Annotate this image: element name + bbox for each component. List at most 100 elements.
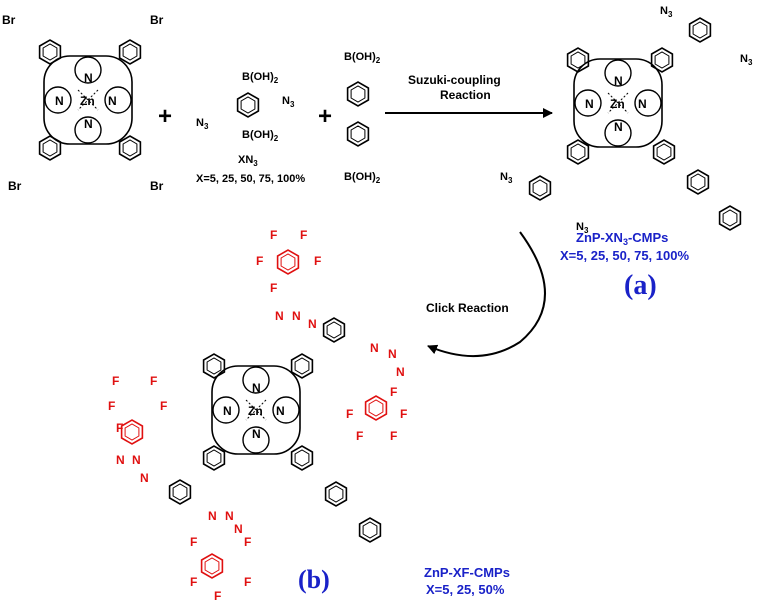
triazole-n-label: N [225, 509, 234, 523]
xn3-x-values: X=5, 25, 50, 75, 100% [196, 173, 305, 185]
product-a-phenyl-bl [566, 139, 590, 165]
ring-inner [122, 43, 138, 61]
azide-left: N3 [196, 117, 209, 131]
f-label: F [346, 407, 353, 421]
product-a-name: ZnP-XN3-CMPs [576, 230, 668, 247]
product-b-phenyl-bl [202, 445, 226, 471]
f-label: F [270, 281, 277, 295]
ring-outline [686, 169, 710, 195]
ring-outline [652, 139, 676, 165]
ring-outline [276, 249, 300, 275]
zn-n-coordination [77, 89, 99, 111]
product-b-tag: (b) [298, 565, 330, 594]
f-label: F [190, 575, 197, 589]
ring-inner [570, 143, 586, 161]
product-b-name: ZnP-XF-CMPs [424, 565, 510, 580]
aryl-bromide-br [118, 135, 142, 161]
pyrrole-ring [604, 59, 632, 87]
pentafluorophenyl-right [364, 395, 388, 421]
triazole-n-label: N [308, 317, 317, 331]
pyrrole-ring [74, 116, 102, 144]
ring-outline [346, 121, 370, 147]
ring-inner [654, 51, 670, 69]
product-b-biphenyl-1 [324, 481, 348, 507]
triazole-n-label: N [275, 309, 284, 323]
ring-inner [690, 173, 706, 191]
ring-inner [42, 139, 58, 157]
triazole-n-label: N [234, 522, 243, 536]
ring-outline [120, 419, 144, 445]
triazole-n-label: N [132, 453, 141, 467]
porphyrin-core [43, 55, 133, 145]
plus-sign-2: + [318, 103, 332, 130]
ring-inner [350, 125, 366, 143]
ring-outline [118, 135, 142, 161]
triazole-n-label: N [388, 347, 397, 361]
zn-atom-b: Zn [248, 404, 263, 418]
pyrrole-ring [634, 89, 662, 117]
ring-inner [328, 485, 344, 503]
zn-n-coordination [245, 399, 267, 421]
reaction-arrow-click [427, 231, 546, 358]
scaffolds: Zn N N N N Br Br Br Br B(OH)2 B(OH)2 N3 … [2, 5, 753, 543]
ring-inner [280, 253, 296, 271]
product-a-azide-1: N3 [660, 5, 673, 19]
ring-outline [38, 39, 62, 65]
f-label: F [190, 535, 197, 549]
ring-inner [294, 357, 310, 375]
triazole-n-label: N [396, 365, 405, 379]
triazole-n-label: N [370, 341, 379, 355]
product-a-azide-2: N3 [740, 53, 753, 67]
zn-porphyrin-product-a: Zn N N N N [573, 58, 663, 148]
n-atom-top: N [84, 71, 93, 85]
product-a-azide-4: N3 [576, 221, 589, 235]
f-label: F [390, 385, 397, 399]
pentafluorophenyl-bottom [200, 553, 224, 579]
n-atom-bottom: N [84, 117, 93, 131]
ring-inner [362, 521, 378, 539]
ring-outline [528, 175, 552, 201]
pyrrole-ring [212, 396, 240, 424]
product-b-phenyl-br [290, 445, 314, 471]
azide-right: N3 [282, 95, 295, 109]
product-a-phenyl-tr [650, 47, 674, 73]
f-label: F [108, 399, 115, 413]
ring-outline [118, 39, 142, 65]
ring-outline [236, 92, 260, 118]
porphyrin-macrocycle [43, 55, 133, 145]
pyrrole-ring [242, 426, 270, 454]
ring-outline [364, 395, 388, 421]
product-a-azide-3: N3 [500, 171, 513, 185]
product-a-phenyl-tl [566, 47, 590, 73]
pentafluorophenyl-top [276, 249, 300, 275]
zn-porphyrin-product-b: Zn N N N N [211, 365, 301, 455]
f-label: F [116, 421, 123, 435]
product-a-biphenyl-1 [686, 169, 710, 195]
porphyrin-macrocycle [573, 58, 663, 148]
aryl-bromide-tr [118, 39, 142, 65]
n-atom-a-left: N [585, 97, 594, 111]
ring-outline [168, 479, 192, 505]
ring-inner [350, 85, 366, 103]
ring-inner [240, 96, 256, 114]
ring-inner [172, 483, 188, 501]
ring-inner [206, 357, 222, 375]
product-b-phenyl-tr [290, 353, 314, 379]
n-atom-a-right: N [638, 97, 647, 111]
porphyrin-core [573, 58, 663, 148]
ring-inner [204, 557, 220, 575]
boronic-top: B(OH)2 [242, 71, 279, 85]
br-label-bl: Br [8, 179, 22, 193]
ring-outline [346, 81, 370, 107]
pyrrole-ring [604, 119, 632, 147]
n-atom-left: N [55, 94, 64, 108]
f-label: F [400, 407, 407, 421]
br-label-tr: Br [150, 13, 164, 27]
ring-outline [358, 517, 382, 543]
ring-outline [688, 17, 712, 43]
ring-inner [368, 399, 384, 417]
product-a-biphenyl-2 [718, 205, 742, 231]
aryl-bromide-bl [38, 135, 62, 161]
ring-outline [38, 135, 62, 161]
